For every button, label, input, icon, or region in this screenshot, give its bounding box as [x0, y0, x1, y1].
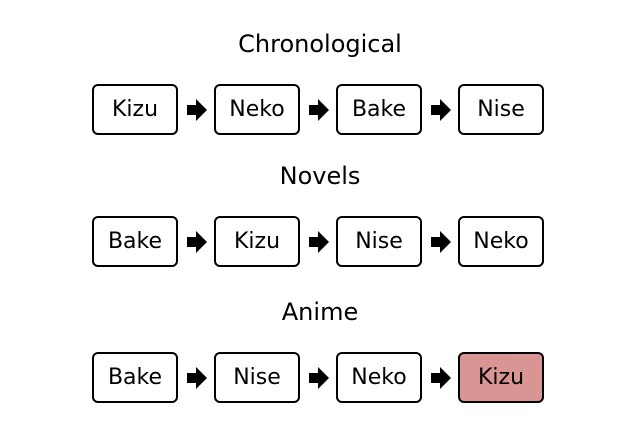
sequence-item: Nise — [336, 216, 422, 267]
sequence-item: Neko — [336, 352, 422, 403]
sequence-item: Bake — [92, 216, 178, 267]
sequence-item: Neko — [458, 216, 544, 267]
sequence-item: Kizu — [92, 84, 178, 135]
arrow-right-icon — [187, 99, 207, 121]
sequence-row-anime: Bake Nise Neko Kizu — [0, 352, 640, 406]
sequence-row-novels: Bake Kizu Nise Neko — [0, 216, 640, 270]
arrow-right-icon — [431, 99, 451, 121]
arrow-right-icon — [309, 367, 329, 389]
sequence-title-novels: Novels — [279, 162, 361, 190]
arrow-right-icon — [309, 99, 329, 121]
sequence-item: Bake — [336, 84, 422, 135]
sequence-title-anime: Anime — [281, 298, 359, 326]
arrow-right-icon — [187, 231, 207, 253]
sequence-item: Nise — [458, 84, 544, 135]
sequence-item: Kizu — [214, 216, 300, 267]
sequence-row-chronological: Kizu Neko Bake Nise — [0, 84, 640, 138]
sequence-item-highlighted: Kizu — [458, 352, 544, 403]
arrow-right-icon — [187, 367, 207, 389]
arrow-right-icon — [431, 367, 451, 389]
sequence-item: Nise — [214, 352, 300, 403]
sequence-item: Neko — [214, 84, 300, 135]
sequence-title-chronological: Chronological — [238, 30, 402, 58]
arrow-right-icon — [309, 231, 329, 253]
sequence-item: Bake — [92, 352, 178, 403]
arrow-right-icon — [431, 231, 451, 253]
